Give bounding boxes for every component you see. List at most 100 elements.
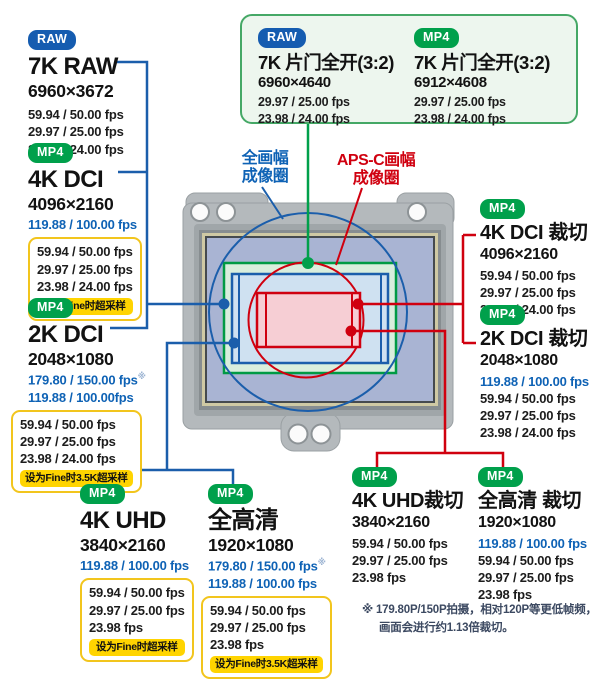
mode-title: 7K 片门全开(3:2)	[414, 51, 550, 73]
blue-dot-uhd	[228, 337, 240, 349]
mp4-badge: MP4	[352, 467, 397, 487]
fps-line: 59.94 / 50.00 fps	[37, 244, 133, 260]
fps-line: 23.98 fps	[478, 587, 532, 603]
fps-line: 59.94 / 50.00 fps	[28, 107, 124, 123]
mode-title: 7K 片门全开(3:2)	[258, 51, 394, 73]
fps-line: 29.97 / 25.00 fps	[20, 434, 116, 450]
fps-line: 29.97 / 25.00 fps	[478, 570, 574, 586]
mode-title: 2K DCI	[28, 320, 104, 348]
mode-resolution: 4096×2160	[28, 194, 114, 215]
block-2k-dci-crop: MP4 2K DCI 裁切 2048×1080 119.88 / 100.00 …	[480, 305, 589, 442]
fps-line-hfr: 179.80 / 150.00 fps※	[28, 371, 146, 388]
fps-line: 29.97 / 25.00 fps	[414, 95, 506, 110]
fps-line-hfr: 179.80 / 150.00 fps※	[208, 557, 326, 574]
oversample-note: 设为Fine时3.5K超采样	[20, 470, 133, 488]
fps-line-hfr: 119.88 / 100.00 fps	[80, 558, 189, 574]
fps-line: 23.98 / 24.00 fps	[414, 111, 506, 126]
full-frame-label-pointer	[261, 186, 284, 220]
block-2k-dci: MP4 2K DCI 2048×1080 179.80 / 150.00 fps…	[11, 298, 146, 494]
mode-title: 2K DCI 裁切	[480, 327, 588, 350]
fps-line: 59.94 / 50.00 fps	[480, 267, 576, 283]
block-7k-open-gate-mp4: MP4 7K 片门全开(3:2) 6912×4608 29.97 / 25.00…	[414, 28, 550, 127]
fps-line: 29.97 / 25.00 fps	[37, 261, 133, 277]
fps-line: 23.98 fps	[210, 637, 264, 653]
mode-resolution: 3840×2160	[80, 535, 166, 556]
footnote-mark: ※	[317, 557, 326, 568]
fps-line: 29.97 / 25.00 fps	[352, 553, 448, 569]
raw-badge: RAW	[28, 30, 77, 50]
apsc-circle-label: APS-C画幅 成像圈	[326, 152, 426, 189]
footnote-line: ※ 179.80P/150P拍摄，相对120P等更低帧频，	[362, 604, 597, 616]
block-7k-raw: RAW 7K RAW 6960×3672 59.94 / 50.00 fps 2…	[28, 30, 124, 158]
fps-line: 59.94 / 50.00 fps	[352, 535, 448, 551]
mode-title: 7K RAW	[28, 52, 118, 80]
mount-hole	[310, 423, 332, 445]
fps-line: 29.97 / 25.00 fps	[480, 408, 576, 424]
mp4-badge: MP4	[480, 199, 525, 219]
mode-resolution: 3840×2160	[352, 513, 430, 531]
oversample-box: 59.94 / 50.00 fps 29.97 / 25.00 fps 23.9…	[80, 578, 194, 662]
mode-resolution: 6912×4608	[414, 73, 487, 91]
open-gate-box: RAW 7K 片门全开(3:2) 6960×4640 29.97 / 25.00…	[240, 14, 578, 127]
fps-line: 29.97 / 25.00 fps	[210, 620, 306, 636]
mp4-badge: MP4	[28, 298, 73, 318]
mode-title: 4K UHD	[80, 506, 166, 534]
mode-resolution: 6960×3672	[28, 81, 114, 102]
oversample-note: 设为Fine时超采样	[89, 638, 185, 656]
fps-line: 23.98 / 24.00 fps	[37, 278, 133, 294]
fps-line: 59.94 / 50.00 fps	[478, 553, 574, 569]
block-7k-open-gate-raw: RAW 7K 片门全开(3:2) 6960×4640 29.97 / 25.00…	[258, 28, 394, 127]
fps-line: 59.94 / 50.00 fps	[210, 602, 306, 618]
block-4k-uhd: MP4 4K UHD 3840×2160 119.88 / 100.00 fps…	[80, 484, 194, 662]
block-4k-dci-crop: MP4 4K DCI 裁切 4096×2160 59.94 / 50.00 fp…	[480, 199, 588, 318]
red-dot-dci-crop	[352, 298, 364, 310]
oversample-box: 59.94 / 50.00 fps 29.97 / 25.00 fps 23.9…	[201, 595, 332, 679]
label-line: 全画幅	[241, 150, 289, 167]
fps-line-hfr: 119.88 / 100.00fps	[28, 389, 134, 405]
block-fhd-crop: MP4 全高清 裁切 1920×1080 119.88 / 100.00 fps…	[478, 467, 587, 604]
oversample-box: 59.94 / 50.00 fps 29.97 / 25.00 fps 23.9…	[11, 409, 142, 494]
mp4-badge: MP4	[208, 484, 253, 504]
fps-line-hfr: 119.88 / 100.00 fps	[480, 373, 589, 389]
red-dot-uhd-crop	[345, 325, 357, 337]
fps-line: 29.97 / 25.00 fps	[480, 285, 576, 301]
mode-title: 4K DCI 裁切	[480, 221, 588, 244]
mp4-badge: MP4	[414, 28, 459, 48]
connector-lines	[103, 60, 505, 487]
label-line: 成像圈	[352, 170, 400, 188]
mode-resolution: 1920×1080	[208, 535, 294, 556]
mode-resolution: 2048×1080	[28, 349, 114, 370]
green-dot-open-gate	[302, 257, 314, 269]
mount-hole	[287, 423, 309, 445]
fps-line: 23.98 / 24.00 fps	[480, 425, 576, 441]
uhd-16-9-region	[238, 274, 382, 363]
fps-line: 23.98 / 24.00 fps	[20, 451, 116, 467]
mount-hole	[190, 202, 210, 222]
mount-hole	[407, 202, 427, 222]
fps-line: 59.94 / 50.00 fps	[480, 391, 576, 407]
fps-line: 23.98 / 24.00 fps	[258, 111, 350, 126]
footnote: ※ 179.80P/150P拍摄，相对120P等更低帧频， 画面会进行约1.13…	[362, 602, 597, 638]
mode-title: 全高清 裁切	[478, 489, 582, 512]
raw-badge: RAW	[258, 28, 307, 48]
block-4k-dci: MP4 4K DCI 4096×2160 119.88 / 100.00 fps…	[28, 143, 142, 321]
sensor-readout-diagram: RAW 7K RAW 6960×3672 59.94 / 50.00 fps 2…	[11, 14, 597, 679]
fps-line-hfr: 119.88 / 100.00 fps	[208, 575, 317, 591]
footnote-line: 画面会进行约1.13倍裁切。	[379, 621, 514, 634]
label-line: APS-C画幅	[336, 152, 416, 169]
apsc-uhd-crop-region	[265, 293, 353, 347]
fps-line: 29.97 / 25.00 fps	[28, 124, 124, 140]
fps-line-hfr: 119.88 / 100.00 fps	[478, 535, 587, 551]
fps-line: 59.94 / 50.00 fps	[89, 585, 185, 601]
mp4-badge: MP4	[28, 143, 73, 163]
fps-line: 29.97 / 25.00 fps	[258, 95, 350, 110]
apsc-dci-crop-region	[255, 291, 362, 349]
fps-line: 23.98 fps	[89, 619, 143, 635]
mode-resolution: 6960×4640	[258, 73, 331, 91]
mode-resolution: 4096×2160	[480, 245, 558, 263]
mode-resolution: 2048×1080	[480, 351, 558, 369]
oversample-note: 设为Fine时3.5K超采样	[210, 656, 323, 674]
block-fhd: MP4 全高清 1920×1080 179.80 / 150.00 fps※ 1…	[201, 484, 332, 679]
oversample-box: 59.94 / 50.00 fps 29.97 / 25.00 fps 23.9…	[28, 237, 142, 321]
sensor-illustration	[103, 60, 505, 487]
